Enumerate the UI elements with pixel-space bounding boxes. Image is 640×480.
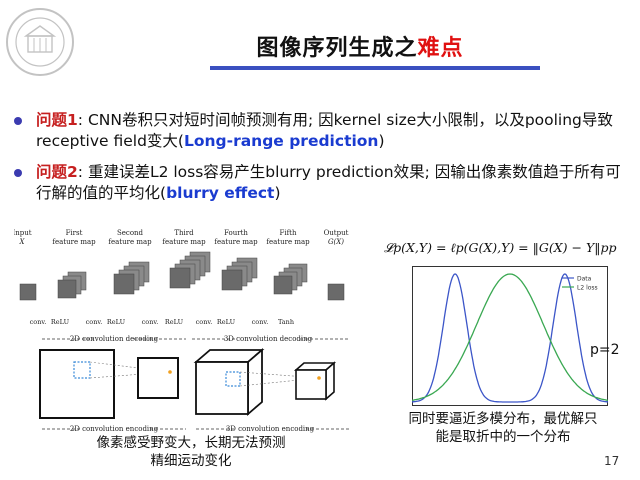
column-header: First [66,229,83,237]
right-caption-line-2: 能是取折中的一个分布 [435,429,571,445]
problem-label: 问题1 [36,111,78,129]
problem-text-end: ) [378,132,385,150]
legend-label: Data [577,276,592,283]
feature-map-square [327,283,345,301]
receptive-field-cube [225,371,241,387]
left-caption-line-1: 像素感受野变大，长期无法预测 [96,435,286,451]
title-highlight: 难点 [417,36,464,61]
bullet-problem-1: 问题1: CNN卷积只对短时间帧预测有用; 因kernel size大小限制，以… [14,110,624,152]
receptive-field-box [73,361,91,379]
problem-keyword: Long-range prediction [183,132,379,150]
left-caption-line-2: 精细运动变化 [150,453,232,469]
column-subheader: feature map [162,238,206,246]
problem-label: 问题2 [36,163,78,181]
problem-text: : CNN卷积只对短时间帧预测有用; 因kernel size大小限制，以及po… [36,111,613,150]
column-header: Second [117,229,144,237]
bullet-dot-icon [14,169,22,177]
lp-loss-formula: 𝓛p(X,Y) = ℓp(G(X),Y) = ‖G(X) − Y‖pp [384,240,617,255]
op-label: conv. [142,318,159,326]
page-number: 17 [604,454,620,468]
column-subheader: X [19,238,26,246]
3d-output-cube [293,361,337,401]
column-header: Fourth [224,229,248,237]
left-caption: 像素感受野变大，长期无法预测 精细运动变化 [56,434,326,470]
problem-text-end: ) [274,184,281,202]
column-subheader: feature map [266,238,310,246]
column-subheader: feature map [214,238,258,246]
column-header: Input [14,229,32,237]
problem-text: : 重建误差L2 loss容易产生blurry prediction效果; 因输… [36,163,621,202]
right-caption-line-1: 同时要逼近多模分布，最优解只 [408,411,598,427]
problem-keyword: blurry effect [166,184,275,202]
op-label: ReLU [107,318,126,326]
feature-map-square [19,283,37,301]
op-label: ReLU [51,318,70,326]
feature-map-stacks [19,251,345,301]
bullet-dot-icon [14,117,22,125]
label-3d-encoding: 3D convolution encoding [226,425,315,433]
label-2d-decoding: 2D convolution decoding [70,335,159,343]
feature-map-square [113,273,135,295]
column-subheader: feature map [108,238,152,246]
label-3d-decoding: 3D convolution decoding [224,335,313,343]
title-prefix: 图像序列生成之 [256,36,418,61]
op-label: conv. [196,318,213,326]
op-label: ReLU [217,318,236,326]
3d-input-cube [193,348,265,416]
distribution-chart: Data L2 loss [412,266,608,406]
feature-map-square [273,275,293,295]
column-subheader: G(X) [328,238,344,246]
series-line-data [412,273,608,403]
series-line-l2-loss [412,273,608,401]
op-label: conv. [30,318,47,326]
architecture-diagram: Input X First feature map Second feature… [14,229,350,433]
op-label: conv. [86,318,103,326]
feature-map-square [57,279,77,299]
legend-label: L2 loss [577,285,598,292]
2d-input-square [39,349,115,419]
column-subheader: feature map [52,238,96,246]
slide-title: 图像序列生成之难点 [150,30,570,62]
column-header: Third [174,229,194,237]
op-label: Tanh [278,318,294,326]
chart-legend: Data L2 loss [562,276,598,292]
right-caption: 同时要逼近多模分布，最优解只 能是取折中的一个分布 [388,410,618,446]
op-label: conv. [252,318,269,326]
p-value-label: p=2 [590,342,620,358]
column-header: Output [324,229,349,237]
feature-map-square [221,269,243,291]
feature-map-square [169,267,191,289]
label-2d-encoding: 2D convolution encoding [70,425,159,433]
university-logo [6,8,74,76]
bullet-problem-2: 问题2: 重建误差L2 loss容易产生blurry prediction效果;… [14,162,624,204]
column-header: Fifth [279,229,296,237]
op-label: ReLU [165,318,184,326]
title-underline [210,66,540,70]
2d-output-square [137,357,179,399]
